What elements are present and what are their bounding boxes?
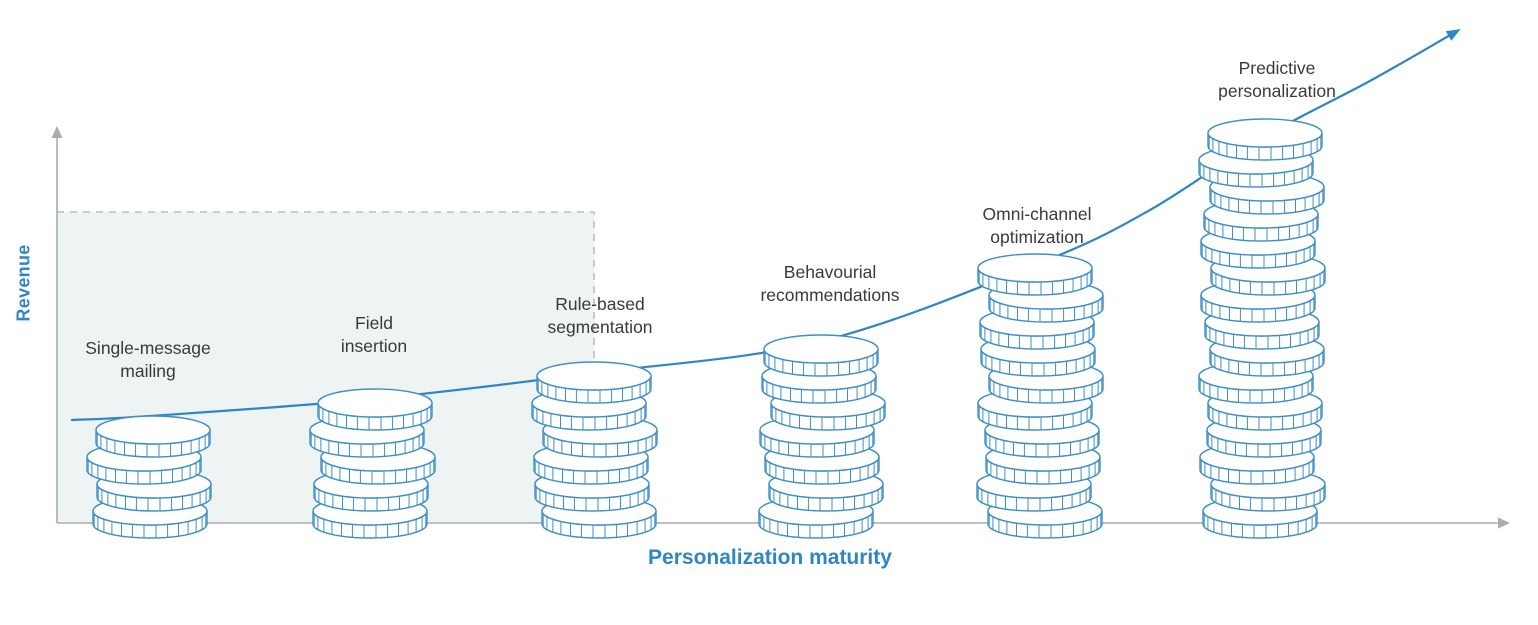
- coin-stack-1: [86, 415, 212, 539]
- coin-stack-2: [309, 388, 436, 539]
- stage-label-line: insertion: [340, 336, 408, 357]
- stage-label-1: Single-message mailing: [85, 337, 210, 383]
- stage-label-line: Omni-channel: [982, 204, 1092, 224]
- y-axis-label: Revenue: [13, 244, 34, 322]
- coin-stack-6: [1198, 118, 1326, 539]
- y-axis: [51, 126, 63, 523]
- coin-stack-5: [976, 253, 1104, 539]
- stage-label-line: recommendations: [760, 285, 900, 306]
- stage-label-4: Behavourial recommendations: [760, 261, 899, 307]
- stage-label-line: personalization: [1218, 81, 1336, 102]
- stage-label-line: Behavourial: [783, 262, 877, 282]
- stage-label-line: Predictive: [1238, 58, 1316, 78]
- stage-label-line: mailing: [120, 361, 176, 382]
- stage-label-5: Omni-channel optimization: [983, 203, 1092, 249]
- stage-label-2: Field insertion: [341, 312, 407, 358]
- stage-label-line: Single-message: [85, 338, 211, 358]
- stage-label-line: optimization: [990, 227, 1084, 248]
- trend-arrowhead-icon: [1445, 29, 1461, 41]
- stage-label-6: Predictive personalization: [1218, 57, 1336, 103]
- stage-label-line: segmentation: [547, 317, 653, 338]
- stage-label-3: Rule-based segmentation: [547, 293, 652, 339]
- stage-label-line: Rule-based: [555, 294, 645, 314]
- y-axis-arrow-icon: [51, 126, 63, 138]
- x-axis-label: Personalization maturity: [648, 546, 892, 569]
- x-axis-arrow-icon: [1498, 517, 1510, 529]
- coin-stack-4: [758, 334, 886, 539]
- coin-stack-3: [531, 361, 658, 539]
- stage-label-line: Field: [355, 313, 393, 333]
